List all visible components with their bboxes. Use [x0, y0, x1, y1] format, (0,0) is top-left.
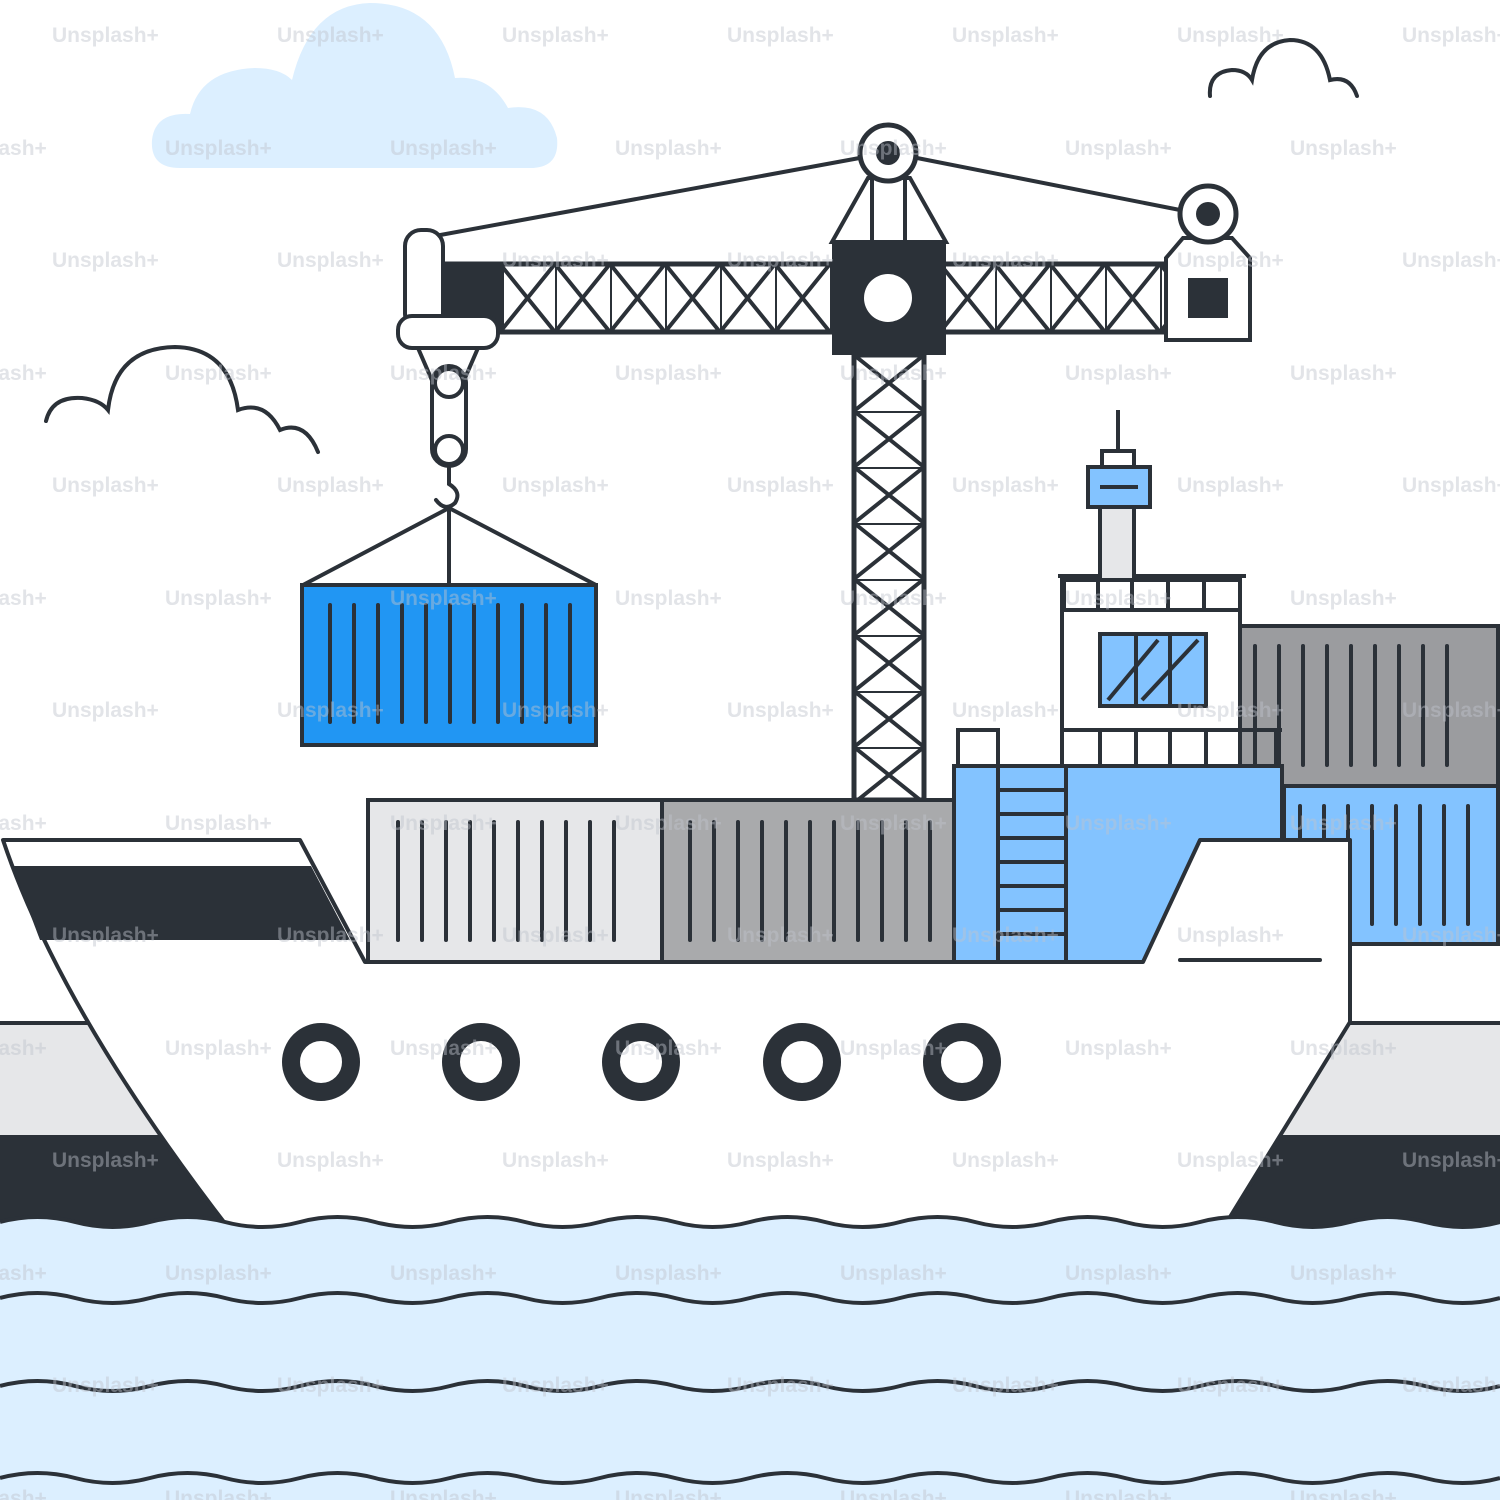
- portholes: [282, 1023, 1001, 1101]
- water-body: [0, 1217, 1500, 1500]
- ship-hull: [1, 838, 1352, 1232]
- deck-containers: [366, 624, 1500, 964]
- outline-cloud-left: [44, 344, 320, 454]
- porthole: [923, 1023, 1001, 1101]
- wave-line: [0, 1379, 1500, 1393]
- porthole: [282, 1023, 360, 1101]
- hanging-blue-container: [300, 583, 598, 747]
- crane-hook: [302, 228, 597, 587]
- crane-tower: [851, 352, 927, 803]
- wave-line: [0, 1471, 1500, 1485]
- porthole: [602, 1023, 680, 1101]
- porthole: [442, 1023, 520, 1101]
- outline-cloud-right: [1207, 37, 1359, 98]
- wave-line: [0, 1291, 1500, 1305]
- filled-cloud: [151, 3, 558, 168]
- porthole: [763, 1023, 841, 1101]
- water: [0, 1215, 1500, 1500]
- wave-line: [0, 1215, 1500, 1229]
